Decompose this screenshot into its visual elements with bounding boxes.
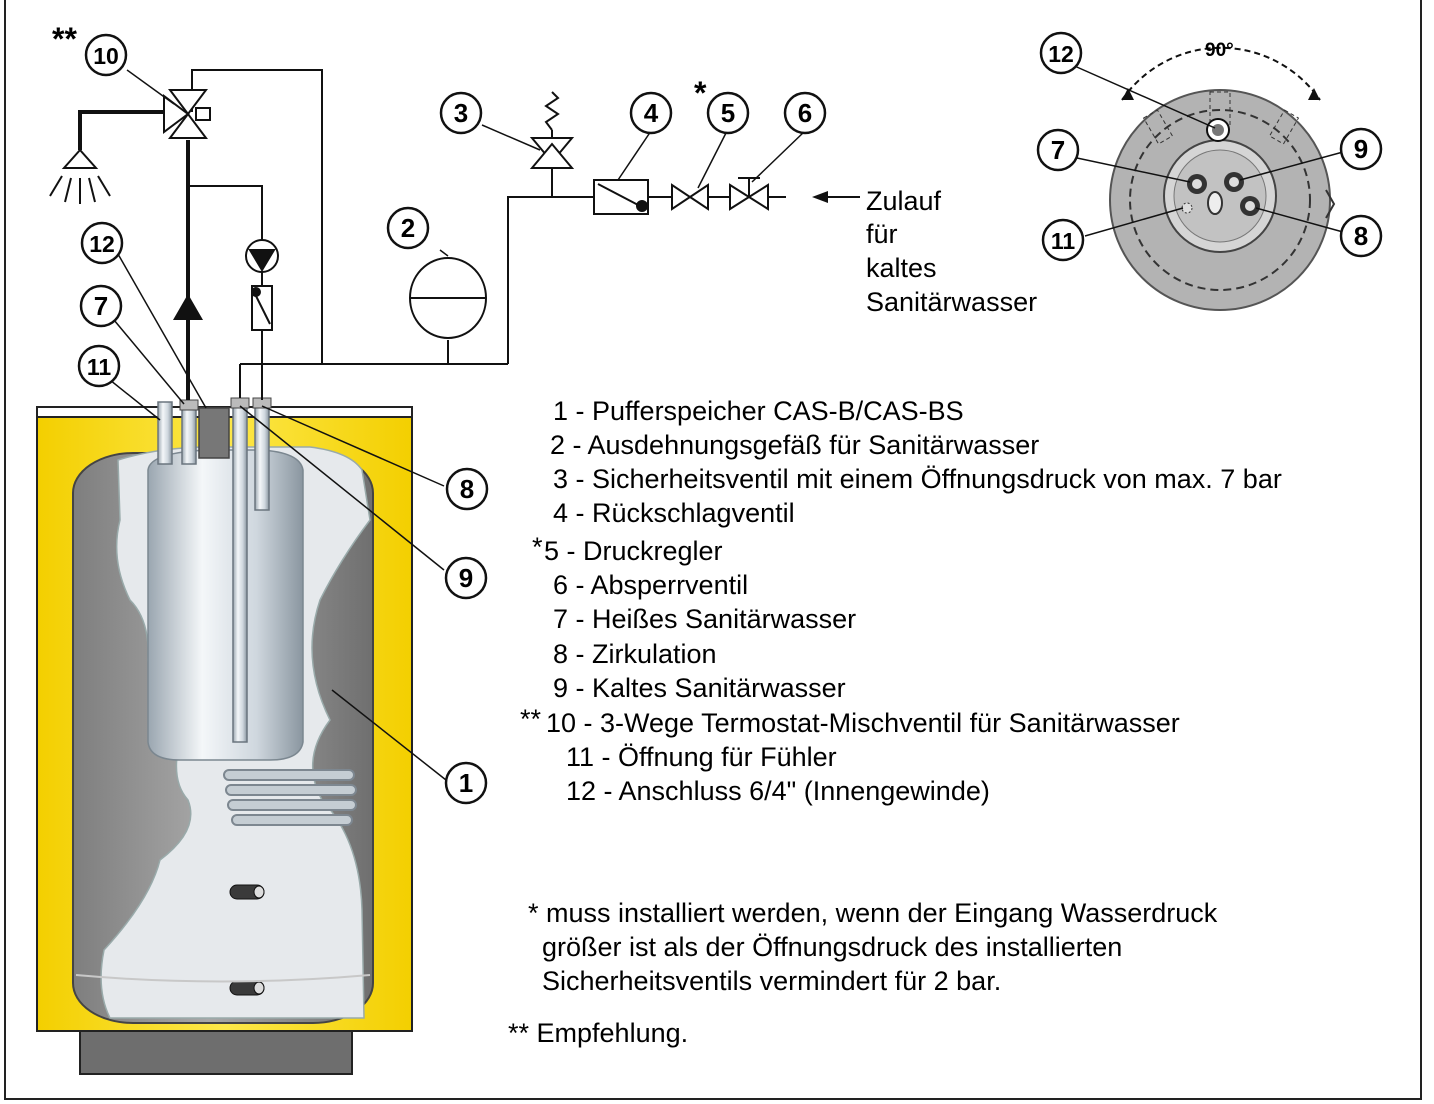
legend-item-1: 1 - Pufferspeicher CAS-B/CAS-BS bbox=[553, 396, 964, 426]
legend-item-11: 11 - Öffnung für Fühler bbox=[566, 742, 837, 772]
callout-11: 11 bbox=[1041, 218, 1085, 262]
callout-7: 7 bbox=[1036, 128, 1080, 172]
callout-number: 2 bbox=[401, 213, 415, 243]
callout-3: 3 bbox=[439, 91, 483, 135]
callout-9: 9 bbox=[444, 556, 488, 600]
safety-valve-symbol bbox=[529, 91, 575, 169]
callout-number: 12 bbox=[89, 231, 115, 257]
mixing-valve-symbol bbox=[163, 89, 211, 139]
shutoff-valve-symbol bbox=[729, 177, 769, 211]
callout-4: 4 bbox=[629, 91, 673, 135]
callout-2: 2 bbox=[386, 206, 430, 250]
footnote-single-line-1: * muss installiert werden, wenn der Eing… bbox=[528, 898, 1218, 928]
callout-1: 1 bbox=[444, 761, 488, 805]
legend-item-3: 3 - Sicherheitsventil mit einem Öffnungs… bbox=[553, 464, 1282, 494]
callout-number: 8 bbox=[460, 474, 474, 504]
angle-label: 90° bbox=[1205, 40, 1234, 61]
shower-head-icon bbox=[49, 148, 111, 204]
callout-7: 7 bbox=[79, 284, 123, 328]
callout-5: 5 bbox=[706, 91, 750, 135]
callout-8: 8 bbox=[445, 467, 489, 511]
callout-number: 9 bbox=[459, 563, 473, 593]
legend-item-5-mark: * bbox=[532, 532, 543, 562]
callout-number: 9 bbox=[1354, 134, 1368, 164]
callout-number: 5 bbox=[721, 98, 735, 128]
expansion-vessel-symbol bbox=[409, 257, 487, 339]
footnote-single-line-2: größer ist als der Öffnungsdruck des ins… bbox=[542, 932, 1123, 962]
callout-number: 11 bbox=[87, 354, 112, 380]
footnote-double: ** Empfehlung. bbox=[508, 1018, 689, 1048]
callout-number: 7 bbox=[1051, 135, 1065, 165]
callout-number: 10 bbox=[93, 43, 119, 69]
legend-item-2: 2 - Ausdehnungsgefäß für Sanitärwasser bbox=[550, 430, 1040, 460]
circulation-pump-symbol bbox=[245, 239, 279, 331]
callout-9: 9 bbox=[1339, 127, 1383, 171]
legend-item-12: 12 - Anschluss 6/4" (Innengewinde) bbox=[566, 776, 990, 806]
callout-number: 8 bbox=[1354, 221, 1368, 251]
leader-lines bbox=[109, 63, 1344, 781]
legend-item-4: 4 - Rückschlagventil bbox=[553, 498, 795, 528]
diagram-frame bbox=[4, 0, 1422, 1100]
buffer-tank bbox=[36, 397, 413, 1075]
legend-item-10: 10 - 3-Wege Termostat-Mischventil für Sa… bbox=[546, 708, 1180, 738]
legend-item-6: 6 - Absperrventil bbox=[553, 570, 749, 600]
callout-10: 10 bbox=[84, 33, 128, 77]
top-view-drawing bbox=[1109, 46, 1336, 311]
inlet-line-3: kaltes bbox=[866, 253, 937, 283]
check-valve-symbol bbox=[593, 179, 649, 215]
callout-number: 7 bbox=[94, 291, 108, 321]
callout-12: 12 bbox=[1039, 31, 1083, 75]
inlet-line-2: für bbox=[866, 219, 898, 249]
callout-6: 6 bbox=[783, 91, 827, 135]
inlet-line-4: Sanitärwasser bbox=[866, 287, 1038, 317]
callout-number: 4 bbox=[644, 98, 659, 128]
star-double-10: ** bbox=[52, 21, 77, 57]
legend-item-8: 8 - Zirkulation bbox=[553, 639, 717, 669]
callout-number: 12 bbox=[1048, 41, 1074, 67]
callout-12: 12 bbox=[80, 221, 124, 265]
legend-item-5: 5 - Druckregler bbox=[544, 536, 723, 566]
callout-number: 3 bbox=[454, 98, 468, 128]
callout-number: 6 bbox=[798, 98, 812, 128]
footnote-single-line-3: Sicherheitsventils vermindert für 2 bar. bbox=[542, 966, 1002, 996]
callout-8: 8 bbox=[1339, 214, 1383, 258]
star-single-5: * bbox=[694, 75, 707, 111]
legend-item-9: 9 - Kaltes Sanitärwasser bbox=[553, 673, 846, 703]
legend-item-7: 7 - Heißes Sanitärwasser bbox=[553, 604, 857, 634]
callout-number: 1 bbox=[459, 768, 473, 798]
pressure-reducer-symbol bbox=[671, 183, 709, 211]
legend-item-10-mark: ** bbox=[520, 704, 542, 734]
inlet-line-1: Zulauf bbox=[866, 186, 942, 216]
callout-11: 11 bbox=[77, 344, 121, 388]
callout-number: 11 bbox=[1051, 228, 1076, 254]
